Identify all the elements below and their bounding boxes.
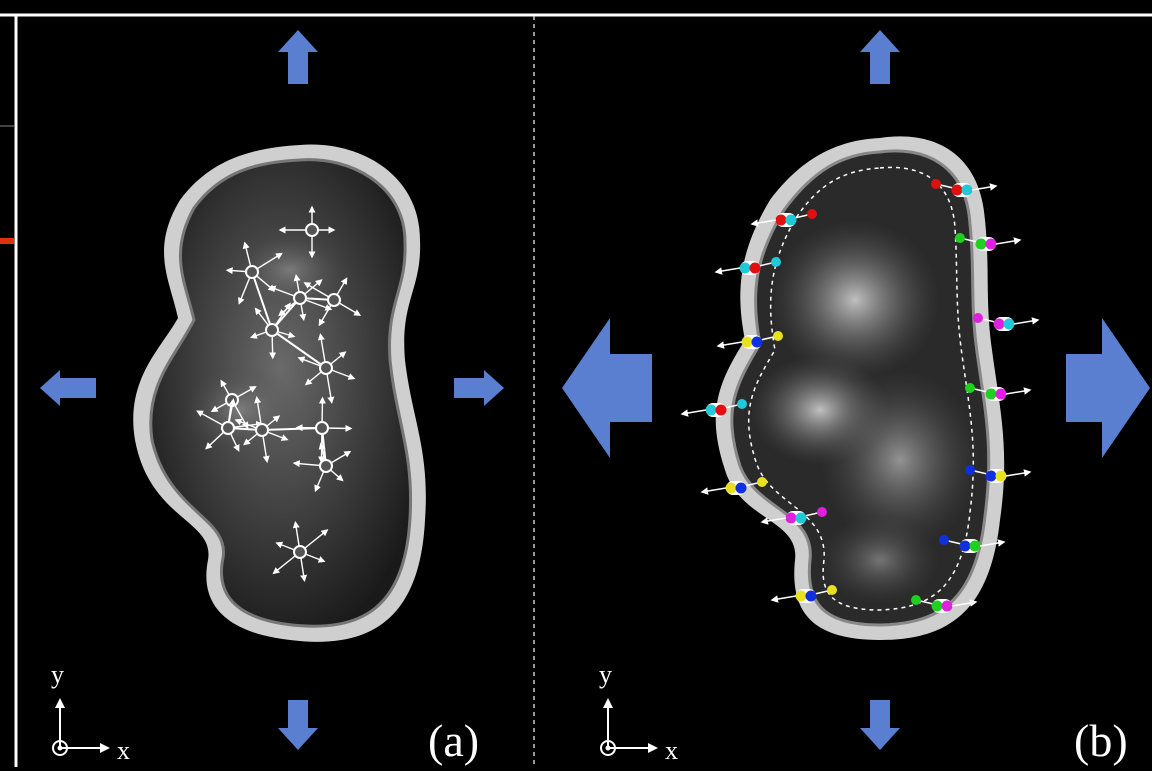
molecule-dot [786, 215, 797, 226]
molecule-anchor [939, 535, 949, 545]
node-circle [294, 546, 306, 558]
molecule-dot [976, 239, 987, 250]
node-circle [320, 362, 332, 374]
molecule-anchor [757, 477, 767, 487]
molecule-dot [736, 483, 747, 494]
molecule-anchor [965, 383, 975, 393]
node-circle [222, 422, 234, 434]
panel-b [562, 30, 1150, 755]
cytoplasm-glow [180, 365, 300, 455]
molecule-dot [960, 541, 971, 552]
axis-gizmo [53, 700, 108, 755]
large-arrow-right-icon [1066, 318, 1150, 458]
molecule-arrow [702, 488, 726, 492]
molecule-dot [994, 319, 1005, 330]
molecule-arrow [772, 596, 796, 600]
node-circle [256, 424, 268, 436]
node-circle [294, 292, 306, 304]
large-arrow-left-icon [562, 318, 652, 458]
node-circle [266, 324, 278, 336]
molecule-dot [970, 541, 981, 552]
molecule-anchor [931, 179, 941, 189]
molecule-dot [932, 601, 943, 612]
molecule-arrow [716, 268, 740, 272]
molecule-dot [750, 263, 761, 274]
arrow-left-icon [40, 370, 96, 406]
molecule-dot [1004, 319, 1015, 330]
molecule-anchor [771, 257, 781, 267]
molecule-anchor [773, 331, 783, 341]
panel-b-y-axis-label: y [599, 662, 612, 688]
molecule-dot [726, 483, 737, 494]
arrow-right-icon [454, 370, 504, 406]
molecule-anchor [827, 585, 837, 595]
molecule-arrow [718, 342, 742, 346]
molecule-anchor [817, 507, 827, 517]
molecule-anchor [737, 399, 747, 409]
molecule-dot [740, 263, 751, 274]
molecule-dot [986, 389, 997, 400]
molecule-arrow [1006, 472, 1030, 476]
panel-a [40, 30, 504, 755]
molecule-dot [806, 591, 817, 602]
molecule-dot [706, 405, 717, 416]
arrow-up-icon [860, 30, 900, 84]
node-circle [328, 294, 340, 306]
molecule-dot [986, 239, 997, 250]
molecule-dot [716, 405, 727, 416]
cytoplasm-glow [820, 515, 940, 605]
panel-a-label: (a) [428, 718, 479, 764]
molecule-dot [952, 185, 963, 196]
arrow-down-icon [278, 700, 318, 750]
molecule-dot [742, 337, 753, 348]
molecule-dot [986, 471, 997, 482]
molecule-dot [796, 591, 807, 602]
molecule-dot [962, 185, 973, 196]
axis-gizmo [601, 700, 656, 755]
molecule-dot [996, 471, 1007, 482]
node-circle [306, 224, 318, 236]
molecule-arrow [1014, 320, 1038, 324]
panel-b-label: (b) [1074, 718, 1128, 764]
molecule-dot [752, 337, 763, 348]
arrow-up-icon [278, 30, 318, 84]
node-circle [316, 422, 328, 434]
molecule-dot [942, 601, 953, 612]
molecule-anchor [955, 233, 965, 243]
molecule-arrow [682, 410, 706, 414]
panel-b-x-axis-label: x [665, 738, 678, 764]
molecule-anchor [973, 313, 983, 323]
panel-a-x-axis-label: x [117, 738, 130, 764]
node-circle [246, 266, 258, 278]
molecule-dot [796, 513, 807, 524]
molecule-dot [996, 389, 1007, 400]
arrow-down-icon [860, 700, 900, 750]
cytoplasm-glow [770, 220, 940, 380]
molecule-anchor [807, 209, 817, 219]
molecule-dot [786, 513, 797, 524]
molecule-arrow [996, 240, 1020, 244]
molecule-anchor [911, 595, 921, 605]
panel-a-y-axis-label: y [51, 662, 64, 688]
molecule-anchor [965, 465, 975, 475]
side-red-marker [0, 238, 14, 244]
molecule-dot [776, 215, 787, 226]
node-circle [320, 460, 332, 472]
molecule-arrow [1006, 390, 1030, 394]
